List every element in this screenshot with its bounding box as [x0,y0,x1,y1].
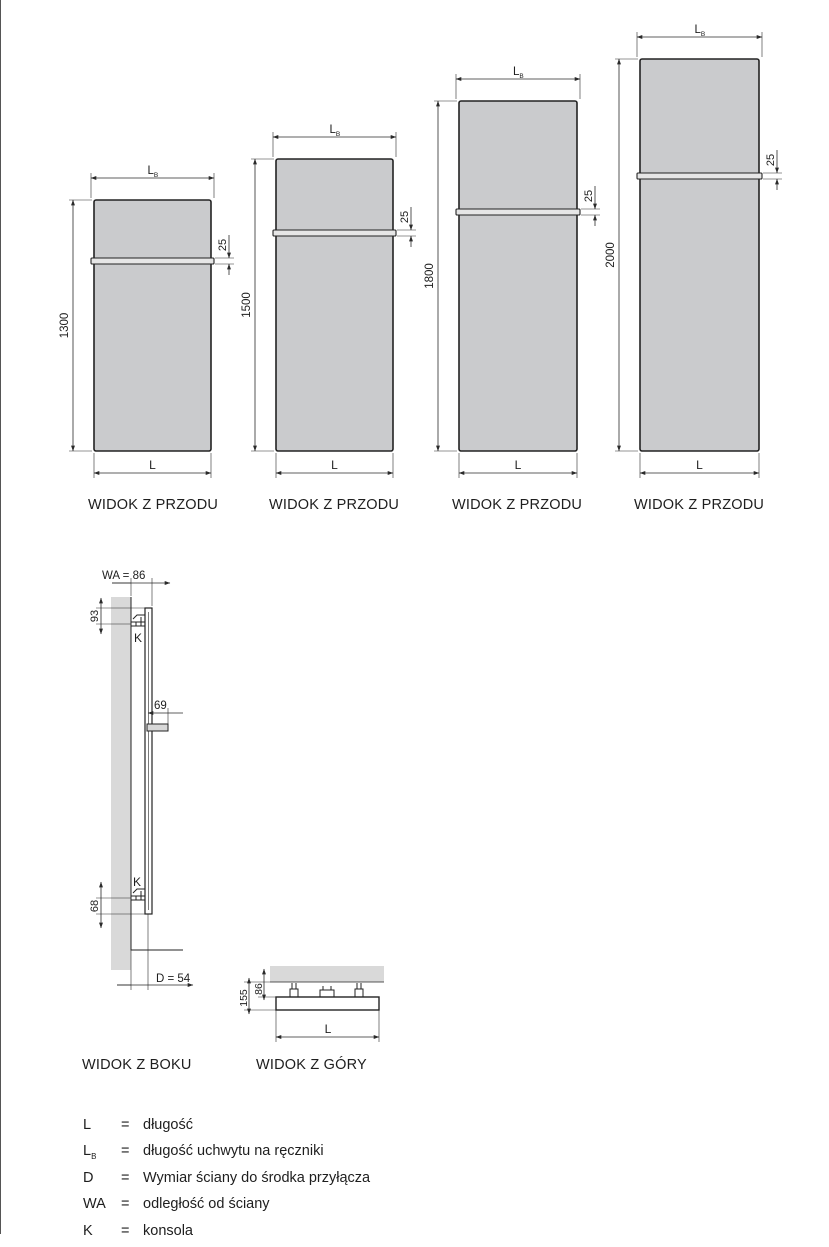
legend-equals: = [121,1143,130,1160]
top-view-consoles [289,983,364,997]
legend-equals: = [121,1196,130,1213]
legend-equals: = [121,1222,130,1239]
front-view-caption-3: WIDOK Z PRZODU [452,497,583,513]
towel-bar-label: 25 [765,154,777,166]
legend-key-subscript: B [91,1152,97,1162]
length-label: L [331,458,338,472]
radiator-panel [639,58,760,452]
radiator-panel [275,158,394,452]
legend-key-text: K [83,1222,93,1239]
side-view-floor [130,597,183,951]
side-view-wall [111,597,131,970]
radiator-panel [93,199,212,452]
side-view-bottom-offset-label: 68 [89,900,101,912]
handle-length-label: LB [695,24,706,38]
side-view-console-top-label: K [134,631,142,645]
height-label: 2000 [605,242,617,268]
top-view-wall-distance-label: 86 [253,983,265,995]
top-view: 155 86 L [238,966,384,1042]
towel-bar [272,229,397,237]
handle-length-label: LB [330,124,341,138]
front-view-caption-1: WIDOK Z PRZODU [88,497,219,513]
top-view-caption: WIDOK Z GÓRY [256,1057,367,1073]
radiator-panel [458,100,578,452]
height-label: 1800 [424,263,436,289]
handle-length-label: LB [148,165,159,179]
side-view-wa-label: WA = 86 [102,570,145,582]
top-view-wall [270,966,384,982]
legend-key-text: L [83,1117,92,1133]
towel-bar-label: 25 [583,190,595,202]
legend-row: LB=długość uchwytu na ręczniki [83,1141,370,1167]
length-label: L [515,458,522,472]
side-view: WA = 86 93 K 69 K 68 D = 54 [89,570,194,990]
front-view-caption-4: WIDOK Z PRZODU [634,497,765,513]
side-view-console-bottom [131,888,145,901]
legend-row: L = długość [83,1115,370,1141]
legend-equals: = [121,1169,130,1186]
legend-description: Wymiar ściany do środka przyłącza [143,1169,371,1186]
legend-key-text: D [83,1169,94,1186]
legend-row: WA = odległość od ściany [83,1194,370,1220]
side-view-console-bottom-label: K [133,875,141,889]
legend-equals: = [121,1117,130,1133]
legend-key: WA [83,1194,121,1220]
legend-key: K [83,1221,121,1247]
legend-key-text: WA [83,1196,106,1213]
legend-key-text: L [83,1143,92,1160]
legend-description: długość uchwytu na ręczniki [143,1143,324,1160]
legend-description: długość [143,1117,193,1133]
side-view-top-offset-label: 93 [89,610,101,622]
top-view-length-label: L [325,1022,332,1036]
length-label: L [696,458,703,472]
length-label: L [149,458,156,472]
height-label: 1500 [241,292,253,318]
legend-key: D [83,1168,121,1194]
towel-bar [455,208,581,216]
towel-bar [90,257,215,265]
legend-key: LB [83,1141,121,1167]
towel-bar-label: 25 [399,211,411,223]
side-view-d-label: D = 54 [156,973,191,985]
height-label: 1300 [59,313,71,339]
legend-row: D = Wymiar ściany do środka przyłącza [83,1168,370,1194]
front-view-caption-2: WIDOK Z PRZODU [269,497,400,513]
side-view-caption: WIDOK Z BOKU [82,1057,192,1073]
towel-bar [636,172,763,180]
side-view-console-top [131,614,145,627]
top-view-radiator [275,996,380,1011]
legend-description: odległość od ściany [143,1196,270,1213]
top-view-total-depth-label: 155 [238,989,250,1007]
side-view-bar-depth-label: 69 [154,700,167,712]
handle-length-label: LB [513,66,524,80]
towel-bar-label: 25 [217,239,229,251]
legend-key: L [83,1115,121,1141]
side-view-towel-bar [146,723,169,732]
